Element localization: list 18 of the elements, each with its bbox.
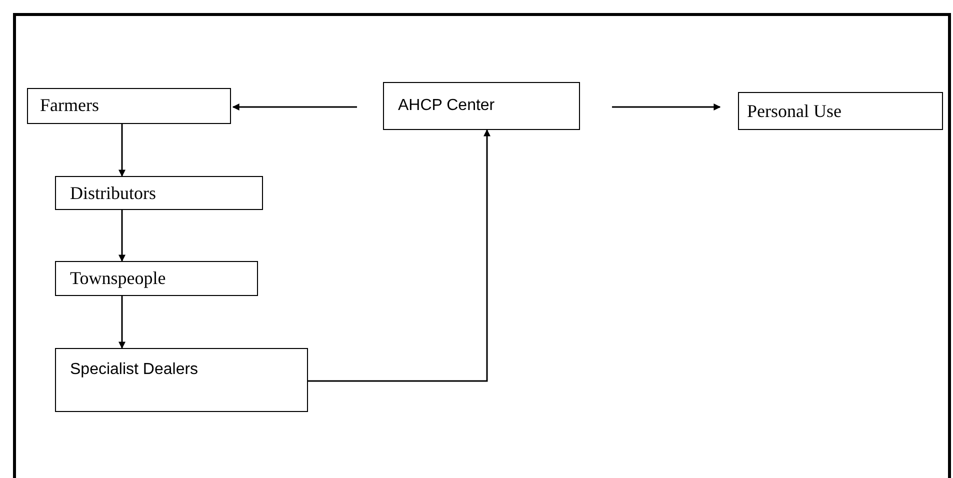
box-label: Specialist Dealers	[70, 361, 198, 379]
arrow	[308, 129, 490, 382]
process-box	[383, 82, 580, 130]
arrow	[612, 104, 721, 110]
box-label: Farmers	[40, 95, 99, 116]
process-box	[55, 348, 308, 412]
process-box	[55, 176, 263, 210]
process-box	[27, 88, 231, 124]
box-label: Townspeople	[70, 268, 166, 289]
arrow	[118, 210, 126, 262]
arrow	[118, 124, 126, 177]
box-label: Personal Use	[747, 101, 842, 122]
arrow	[118, 296, 126, 349]
box-label: Distributors	[70, 183, 156, 204]
process-box	[55, 261, 258, 296]
box-label: AHCP Center	[398, 97, 495, 115]
arrow	[232, 104, 357, 110]
process-box	[738, 92, 943, 130]
